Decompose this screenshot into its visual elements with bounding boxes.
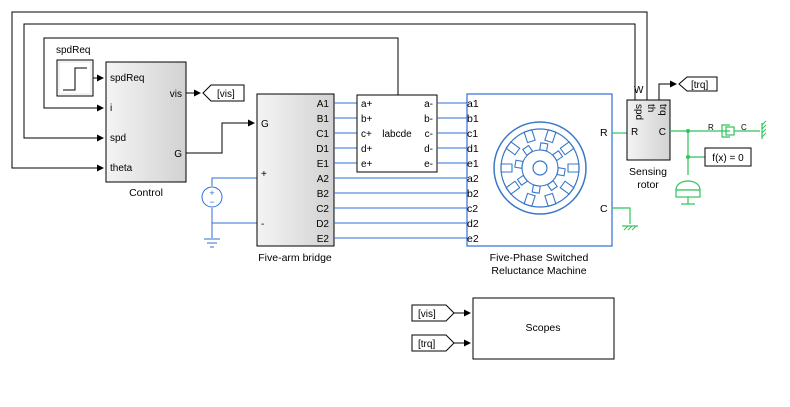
mechanical-network	[670, 129, 730, 175]
rotational-damper-block[interactable]: R C	[708, 123, 760, 138]
labcde-label: labcde	[382, 129, 412, 140]
bridge-port-minus: -	[261, 219, 264, 230]
trq-from-tag[interactable]: [trq]	[411, 334, 455, 352]
sensor-port-spd: spd	[633, 104, 644, 120]
sensor-port-trq: trq	[657, 104, 668, 116]
labcde-port-a-minus: a-	[424, 99, 433, 110]
control-port-theta: theta	[110, 163, 133, 174]
scopes-label: Scopes	[525, 322, 560, 334]
bridge-port-e1: E1	[317, 159, 330, 170]
solver-label: f(x) = 0	[712, 153, 744, 164]
step-block[interactable]: spdReq	[56, 45, 104, 97]
bridge-port-b1: B1	[317, 114, 330, 125]
sensor-port-c: C	[659, 127, 666, 138]
bridge-to-labcde-wires	[334, 102, 357, 164]
bridge-port-d2: D2	[316, 219, 329, 230]
machine-port-b1: b1	[467, 113, 479, 125]
vis-from-tag[interactable]: [vis]	[411, 304, 455, 322]
labcde-block[interactable]: a+ b+ c+ d+ e+ a- b- c- d- e- labcde	[356, 94, 438, 173]
scopes-block[interactable]: Scopes	[472, 297, 615, 360]
machine-caption-line1: Five-Phase Switched	[490, 252, 589, 264]
machine-port-c1: c1	[467, 128, 478, 140]
bridge-port-c1: C1	[316, 129, 329, 140]
labcde-port-b-plus: b+	[361, 114, 373, 125]
labcde-port-b-minus: b-	[424, 114, 433, 125]
control-port-i: i	[110, 103, 112, 114]
labcde-port-c-plus: c+	[361, 129, 372, 140]
damper-r-label: R	[708, 123, 714, 132]
svg-text:+: +	[209, 188, 214, 198]
bridge-port-b2: B2	[317, 189, 330, 200]
sensing-rotor-block[interactable]: R C spd th trq W Sensing rotor	[626, 85, 671, 191]
step-icon	[63, 67, 87, 91]
labcde-port-d-plus: d+	[361, 144, 373, 155]
labcde-port-c-minus: c-	[425, 129, 433, 140]
bridge-port-g: G	[261, 119, 269, 130]
bridge-port-a2: A2	[317, 174, 330, 185]
machine-port-r: R	[600, 127, 608, 139]
mechanical-ground-icon-2	[761, 120, 767, 139]
machine-port-e1: e1	[467, 158, 479, 170]
machine-port-a1: a1	[467, 98, 479, 110]
electrical-ground-icon	[204, 238, 220, 248]
labcde-port-d-minus: d-	[424, 144, 433, 155]
machine-port-c: C	[600, 203, 608, 215]
trq-goto-label: [trq]	[691, 80, 708, 91]
phase-wires	[334, 102, 467, 239]
bridge-port-d1: D1	[316, 144, 329, 155]
vis-from-label: [vis]	[418, 309, 436, 320]
labcde-port-e-minus: e-	[424, 159, 433, 170]
machine-port-e2: e2	[467, 233, 479, 245]
labcde-port-a-plus: a+	[361, 99, 373, 110]
machine-caption-line2: Reluctance Machine	[491, 265, 586, 277]
trq-from-label: [trq]	[418, 339, 435, 350]
control-port-vis: vis	[170, 89, 182, 100]
inertia-icon[interactable]	[675, 180, 701, 205]
bridge-port-c2: C2	[316, 204, 329, 215]
labcde-port-e-plus: e+	[361, 159, 373, 170]
vis-goto-label: [vis]	[217, 89, 235, 100]
machine-port-c2: c2	[467, 203, 478, 215]
bridge-port-e2: E2	[317, 234, 330, 245]
switched-reluctance-machine-block[interactable]: a1 b1 c1 d1 e1 a2 b2 c2 d2 e2 R C Five-P…	[466, 93, 613, 277]
step-label: spdReq	[56, 45, 90, 56]
trq-goto-tag[interactable]: [trq]	[678, 76, 718, 92]
sensor-caption-line2: rotor	[637, 179, 659, 191]
control-block[interactable]: spdReq i spd theta vis G Control	[105, 61, 187, 199]
mechanical-ground-icon-1	[612, 207, 638, 231]
feedback-wires	[11, 11, 648, 172]
five-arm-bridge-block[interactable]: G + - A1 B1 C1 D1 E1 A2 B2 C2 D2 E2 Five…	[256, 93, 335, 264]
bridge-port-a1: A1	[317, 99, 330, 110]
damper-c-label: C	[741, 123, 747, 132]
machine-port-d1: d1	[467, 143, 479, 155]
machine-port-b2: b2	[467, 188, 479, 200]
control-port-spd: spd	[110, 133, 126, 144]
control-port-g: G	[174, 149, 182, 160]
svg-text:−: −	[209, 197, 214, 207]
bridge-caption: Five-arm bridge	[258, 252, 332, 264]
srm-motor-icon	[493, 121, 587, 215]
control-port-spdreq: spdReq	[110, 73, 144, 84]
sensor-port-th: th	[645, 104, 656, 112]
control-caption: Control	[129, 187, 163, 199]
vis-goto-tag[interactable]: [vis]	[202, 84, 245, 102]
sensor-caption-line1: Sensing	[629, 166, 667, 178]
solver-configuration-block[interactable]: f(x) = 0	[704, 147, 752, 167]
dc-voltage-source[interactable]: + −	[201, 177, 257, 238]
machine-port-d2: d2	[467, 218, 479, 230]
machine-port-a2: a2	[467, 173, 479, 185]
sensor-port-r: R	[631, 127, 638, 138]
sensor-w-label: W	[634, 85, 644, 96]
bridge-port-plus: +	[261, 169, 267, 180]
